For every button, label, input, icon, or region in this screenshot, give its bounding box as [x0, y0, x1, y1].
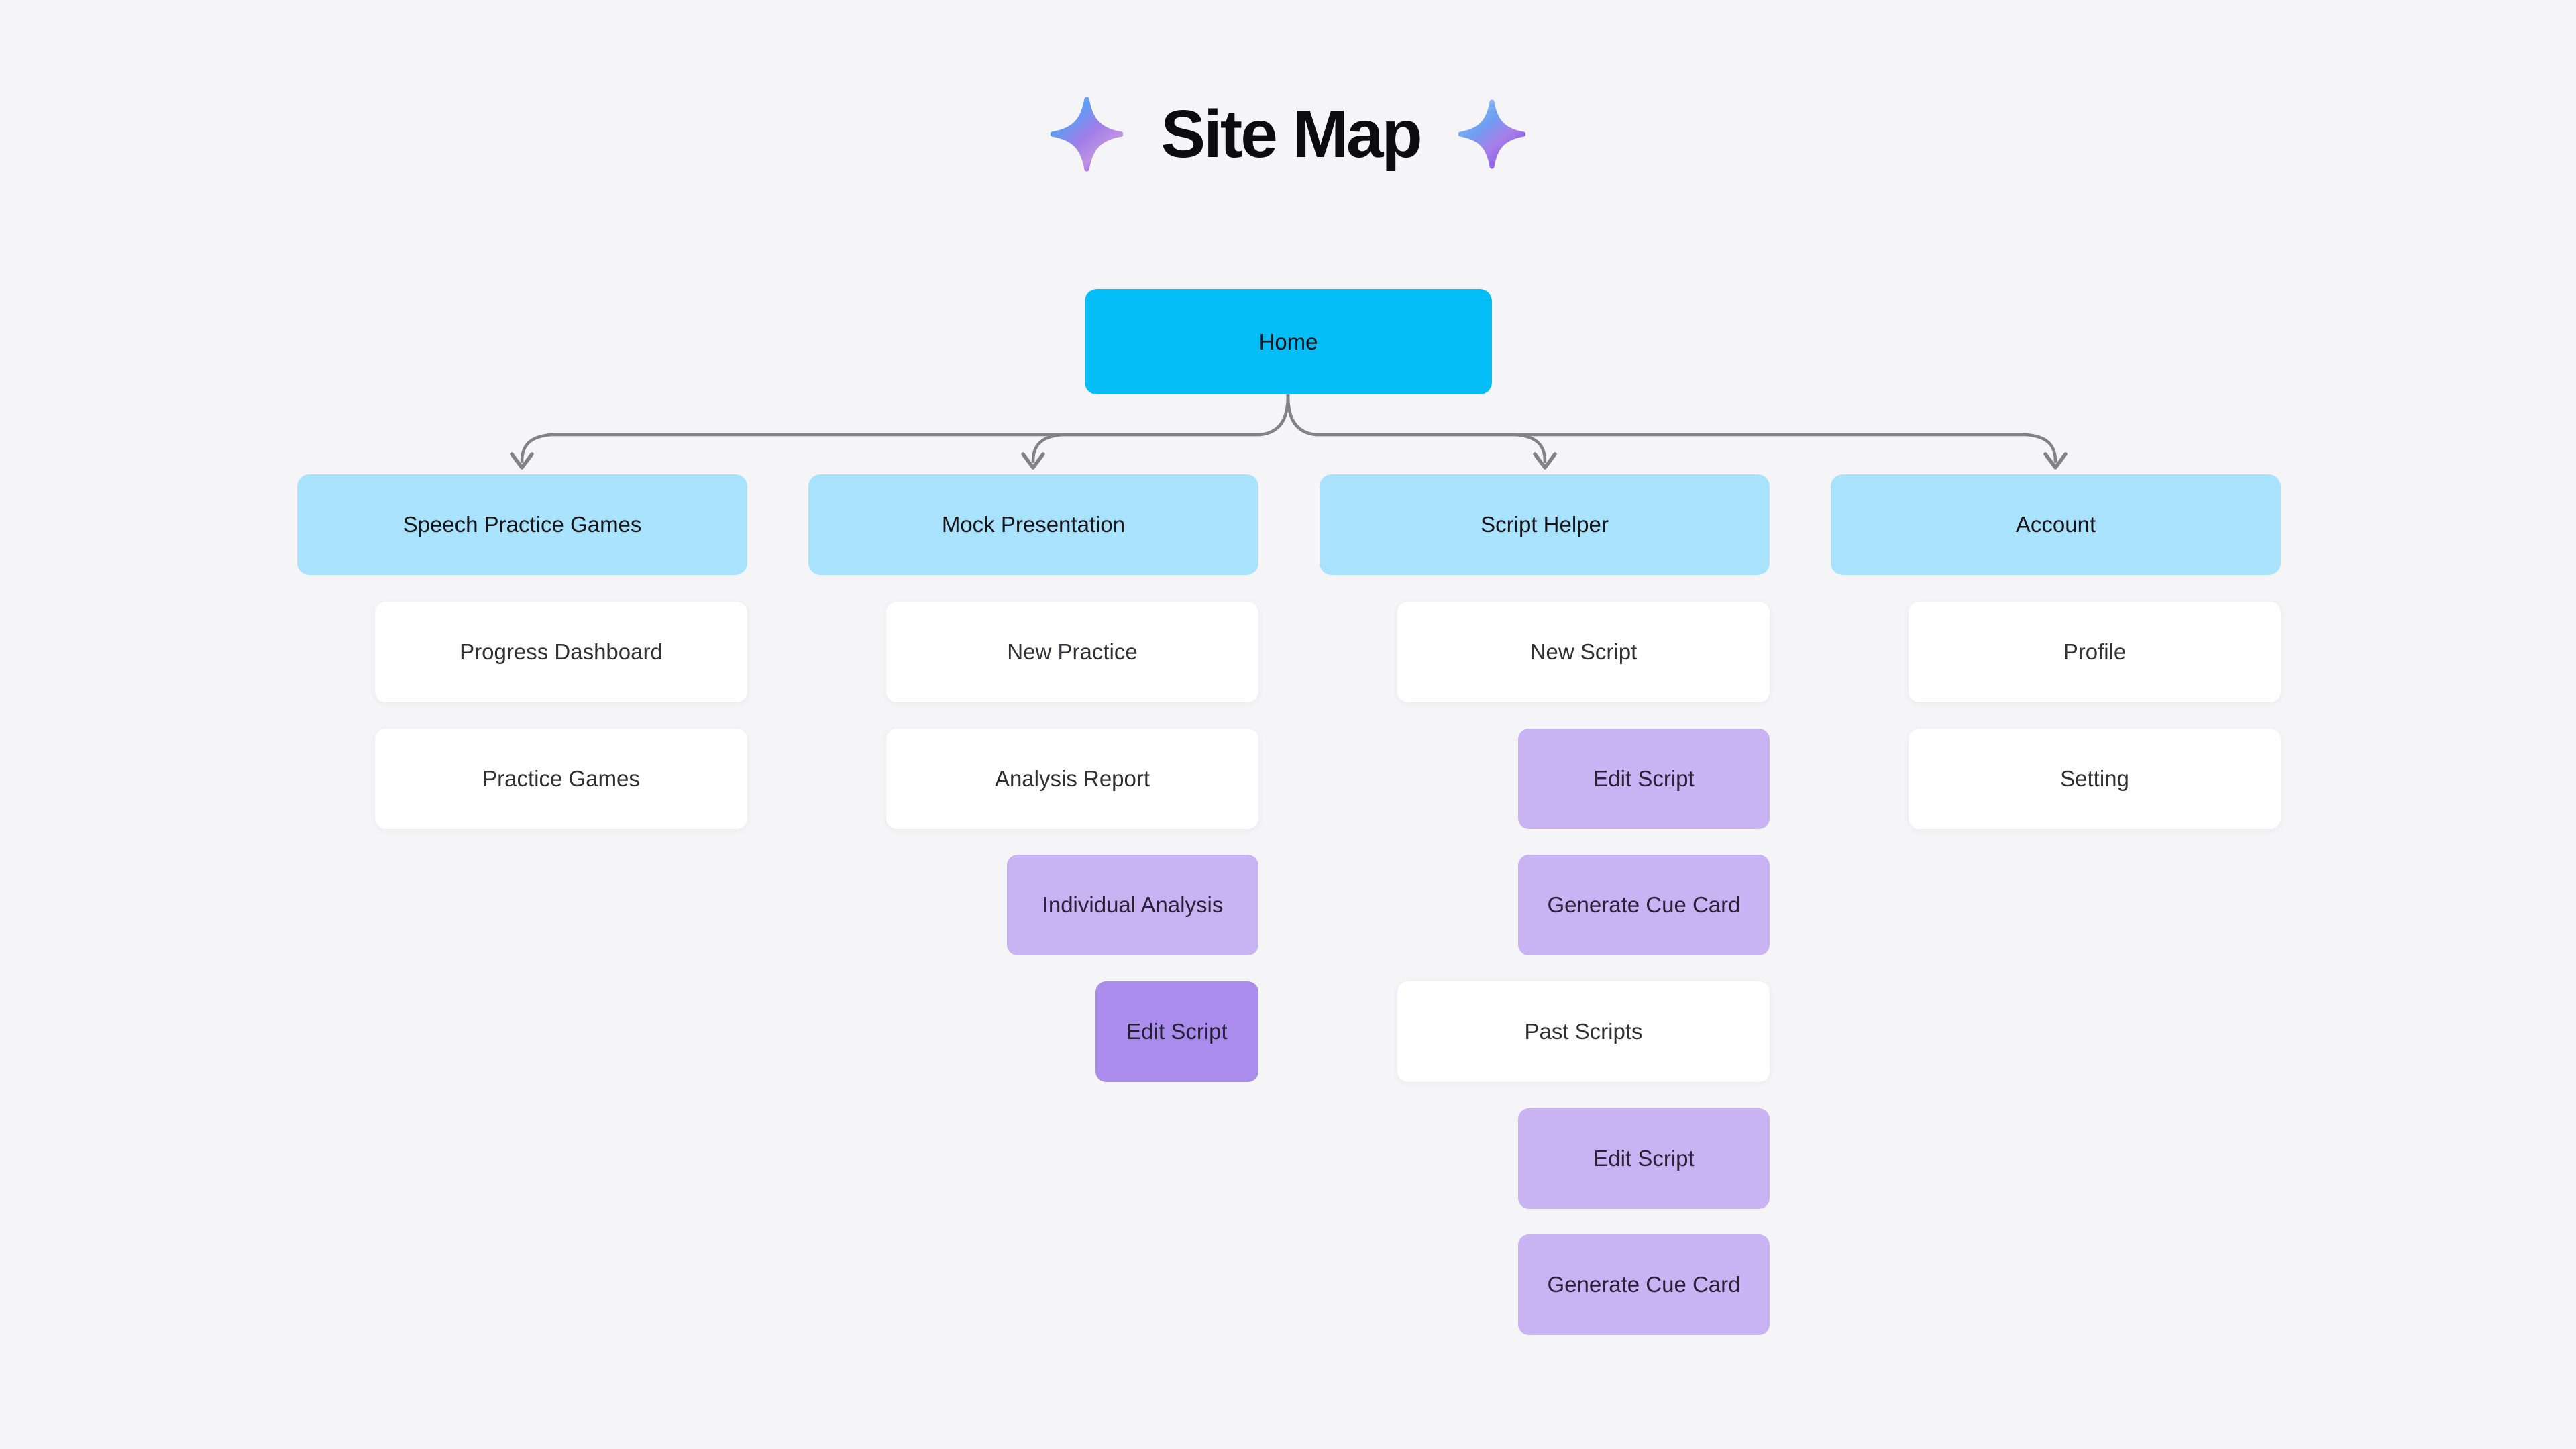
node-individual-analysis[interactable]: Individual Analysis — [1007, 855, 1258, 955]
node-new-script[interactable]: New Script — [1397, 602, 1770, 702]
node-generate-cue-card[interactable]: Generate Cue Card — [1518, 855, 1770, 955]
title-row: Site Map — [0, 90, 2576, 178]
node-edit-script[interactable]: Edit Script — [1095, 981, 1258, 1082]
node-account[interactable]: Account — [1831, 474, 2281, 575]
node-past-scripts[interactable]: Past Scripts — [1397, 981, 1770, 1082]
node-edit-script[interactable]: Edit Script — [1518, 1108, 1770, 1209]
node-progress-dashboard[interactable]: Progress Dashboard — [375, 602, 747, 702]
sparkle-icon — [1051, 97, 1124, 172]
node-script-helper[interactable]: Script Helper — [1320, 474, 1770, 575]
node-new-practice[interactable]: New Practice — [886, 602, 1258, 702]
node-speech-practice-games[interactable]: Speech Practice Games — [297, 474, 747, 575]
node-profile[interactable]: Profile — [1909, 602, 2281, 702]
node-edit-script[interactable]: Edit Script — [1518, 729, 1770, 829]
node-setting[interactable]: Setting — [1909, 729, 2281, 829]
node-home[interactable]: Home — [1085, 289, 1492, 394]
page-title: Site Map — [1161, 96, 1422, 172]
node-mock-presentation[interactable]: Mock Presentation — [808, 474, 1258, 575]
node-analysis-report[interactable]: Analysis Report — [886, 729, 1258, 829]
sparkle-icon — [1458, 99, 1525, 169]
node-generate-cue-card[interactable]: Generate Cue Card — [1518, 1234, 1770, 1335]
node-practice-games[interactable]: Practice Games — [375, 729, 747, 829]
